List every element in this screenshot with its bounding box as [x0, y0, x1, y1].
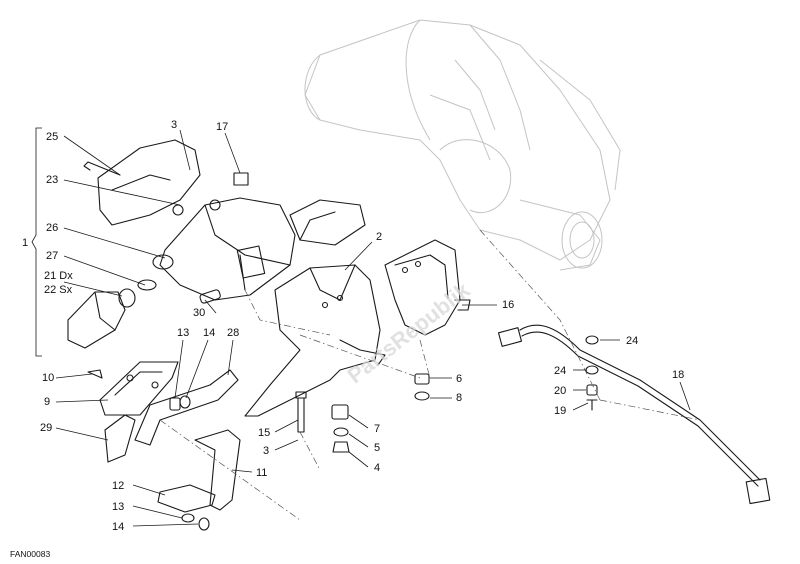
label-16: 16 [502, 299, 514, 311]
washer-8 [414, 391, 430, 401]
o-ring-27 [118, 288, 136, 308]
spacer-20 [586, 384, 598, 396]
label-21-dx: 21 Dx [44, 270, 73, 282]
alignment-lines [159, 229, 701, 521]
label-27: 27 [46, 250, 58, 262]
label-11: 11 [256, 467, 267, 479]
label-8: 8 [456, 392, 462, 404]
screw-19 [586, 399, 598, 411]
label-3-bottom: 3 [263, 445, 269, 457]
nut-4 [332, 441, 350, 453]
bulb-26 [137, 279, 157, 291]
harness-18 [497, 324, 771, 505]
label-30: 30 [193, 307, 205, 319]
bolt-15 [295, 391, 307, 433]
label-28: 28 [227, 327, 239, 339]
label-13-top: 13 [177, 327, 189, 339]
washer-14-bottom [198, 517, 210, 531]
watermark: PartsRepublik [343, 277, 476, 388]
label-12: 12 [112, 480, 124, 492]
label-10: 10 [42, 372, 54, 384]
label-29: 29 [40, 422, 52, 434]
bulb-30 [199, 289, 221, 304]
label-19: 19 [554, 405, 566, 417]
leader-lines [55, 129, 691, 527]
label-4: 4 [374, 462, 380, 474]
part-labels: 25 3 17 23 26 1 27 21 Dx 22 Sx 2 16 30 1… [22, 119, 684, 533]
label-24-right: 24 [626, 335, 638, 347]
spacer-7 [331, 404, 349, 420]
spacer-6 [414, 373, 430, 385]
label-13-bottom: 13 [112, 501, 124, 513]
washer-5 [333, 427, 349, 437]
label-9: 9 [44, 396, 50, 408]
turn-signal-21-22 [67, 291, 126, 349]
bracket-2 [244, 264, 386, 417]
label-26: 26 [46, 222, 58, 234]
label-5: 5 [374, 442, 380, 454]
tail-light-assembly [97, 139, 366, 301]
label-2: 2 [376, 231, 382, 243]
washer-14-top [179, 395, 191, 409]
plate-bracket-9 [99, 361, 179, 416]
grommet-17 [233, 172, 249, 186]
drawing-code: FAN00083 [10, 549, 50, 559]
silencer-ghost [304, 19, 621, 271]
label-18: 18 [672, 369, 684, 381]
screw-25 [83, 161, 121, 176]
label-3-top: 3 [171, 119, 177, 131]
label-25: 25 [46, 131, 58, 143]
bracket-28 [134, 369, 239, 446]
reflector-29 [104, 414, 136, 463]
washer-24 [585, 335, 599, 375]
label-14-top: 14 [203, 327, 215, 339]
screw-10 [87, 369, 103, 379]
label-7: 7 [374, 423, 380, 435]
label-1: 1 [22, 237, 28, 249]
label-15: 15 [258, 427, 270, 439]
label-6: 6 [456, 373, 462, 385]
bracket-16 [384, 239, 471, 336]
spacer-12 [157, 484, 216, 513]
label-22-sx: 22 Sx [44, 284, 73, 296]
label-14-bottom: 14 [112, 521, 124, 533]
label-17: 17 [216, 121, 228, 133]
label-24-left: 24 [554, 365, 566, 377]
group-bracket-1 [31, 127, 42, 357]
spacer-13-top [169, 397, 181, 411]
bracket-11 [194, 429, 241, 511]
label-20: 20 [554, 385, 566, 397]
spacer-13-bottom [181, 513, 195, 523]
label-23: 23 [46, 174, 58, 186]
